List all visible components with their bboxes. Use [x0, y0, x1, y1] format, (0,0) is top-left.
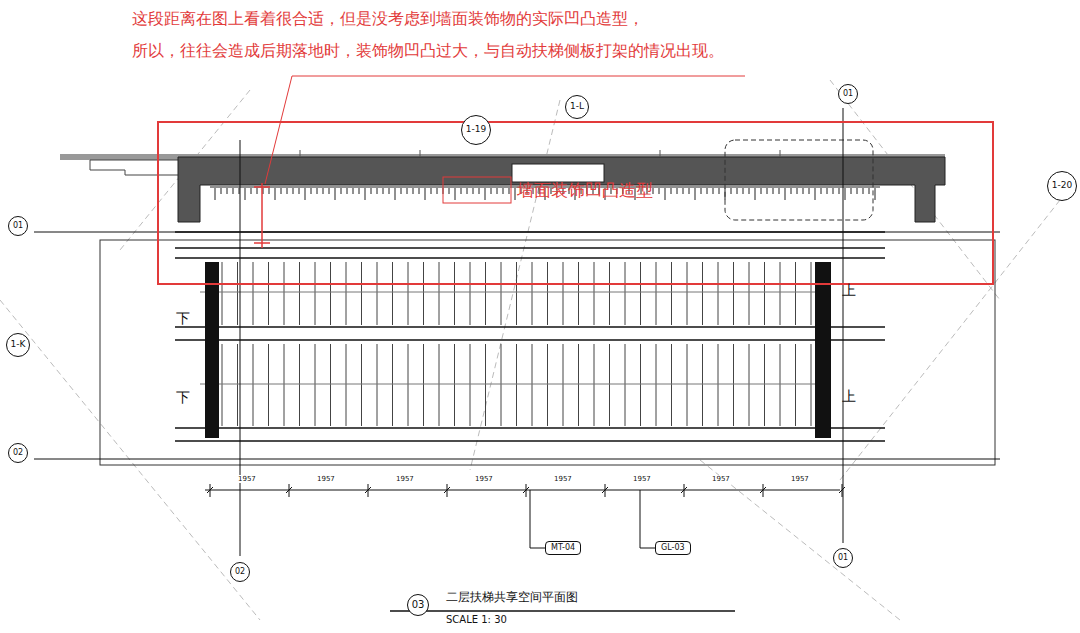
material-tag: GL-03 [655, 541, 691, 556]
section-callout: 03 [407, 594, 430, 617]
callout-number: 03 [412, 599, 425, 610]
direction-mark: 上 [842, 388, 856, 404]
direction-mark: 下 [176, 389, 190, 405]
section-callout: 02 [8, 443, 28, 463]
scale-caption: SCALE 1: 30 [446, 614, 507, 626]
callout-number: MT-04 [551, 544, 575, 553]
annotation-note: 所以，往往会造成后期落地时，装饰物凹凸过大，与自动扶梯侧板打架的情况出现。 [132, 42, 724, 60]
callout-number: 1-19 [466, 125, 486, 135]
callout-number: 01 [838, 554, 848, 563]
dimension-text: 1957 [791, 475, 809, 483]
dimension-text: 1957 [238, 475, 256, 483]
direction-mark: 下 [176, 310, 190, 326]
section-callout: 1-20 [1047, 171, 1077, 201]
dimension-text: 1957 [554, 475, 572, 483]
dimension-text: 1957 [475, 475, 493, 483]
callout-number: 01 [13, 222, 23, 231]
material-tag: MT-04 [545, 541, 581, 556]
callout-label: 墙面装饰凹凸造型 [517, 181, 653, 201]
section-callout: 1-L [565, 95, 589, 119]
section-callout: 02 [230, 562, 250, 582]
callout-number: 01 [843, 90, 853, 99]
direction-mark: 上 [842, 282, 856, 298]
section-callout: 1-19 [461, 115, 491, 145]
callout-number: 1-20 [1052, 181, 1072, 191]
dimension-text: 1957 [317, 475, 335, 483]
section-callout: 01 [833, 548, 853, 568]
callout-number: 02 [235, 568, 245, 577]
section-callout: 01 [8, 216, 28, 236]
callout-number: 02 [13, 449, 23, 458]
annotation-note: 这段距离在图上看着很合适，但是没考虑到墙面装饰物的实际凹凸造型， [132, 10, 644, 28]
callout-number: 1-K [11, 340, 26, 350]
dimension-text: 1957 [633, 475, 651, 483]
drawing-title: 二层扶梯共享空间平面图 [446, 591, 578, 605]
dimension-text: 1957 [712, 475, 730, 483]
callout-number: GL-03 [661, 544, 685, 553]
section-callout: 1-K [6, 333, 31, 358]
section-callout: 01 [838, 84, 858, 104]
dimension-text: 1957 [396, 475, 414, 483]
callout-number: 1-L [570, 102, 584, 112]
